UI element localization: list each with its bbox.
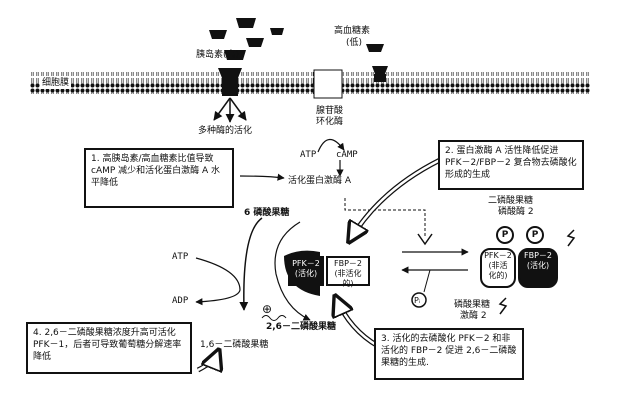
fbpase2-label-2: 磷酸酶 2	[498, 207, 534, 217]
fbp2-inactive: FBP－2 (非活化的)	[326, 256, 370, 288]
note-1-text: 高胰岛素/高血糖素比值导致 cAMP 减少和活化蛋白激酶 A 水平降低	[91, 154, 221, 188]
note-3-number: 3.	[381, 334, 390, 344]
insulin-label: 胰岛素(高)	[196, 50, 240, 60]
adp-label: ADP	[172, 296, 189, 306]
note-4-number: 4.	[33, 328, 42, 338]
phosphate-p-icon-2: P	[526, 226, 544, 244]
glucagon-label: 高血糖素	[334, 26, 371, 36]
note-2-text: 蛋白激酶 A 活性降低促进 PFK－2/FBP－2 复合物去磷酸化形成的生成	[445, 146, 577, 180]
pfk2-inactive-state-2: 化的)	[488, 271, 508, 280]
pfk2-kinase-label-2: 激酶 2	[460, 311, 487, 321]
note-box-3: 3. 活化的去磷酸化 PFK－2 和非活化的 FBP－2 促进 2,6－二磷酸果…	[374, 328, 524, 380]
adenylate-cyclase-shape	[313, 69, 343, 99]
fbp2-active-name: FBP－2	[523, 251, 552, 260]
atp-label-top: ATP	[300, 150, 317, 160]
fbp2-inactive-name: FBP－2	[333, 259, 362, 268]
f6p-label: 6 磷酸果糖	[244, 208, 290, 218]
pfk2-active-state: (活化)	[294, 269, 318, 278]
note-box-1: 1. 高胰岛素/高血糖素比值导致 cAMP 减少和活化蛋白激酶 A 水平降低	[84, 148, 234, 208]
hormone-icon	[209, 18, 284, 60]
membrane-label: 细胞膜	[40, 78, 72, 89]
pka-label: 活化蛋白激酶 A	[288, 176, 352, 186]
adenylate-cyclase-label-2: 环化酶	[316, 117, 344, 127]
f16bp-label: 1,6－二磷酸果糖	[200, 340, 269, 350]
fbp2-active-state: (活化)	[526, 261, 550, 270]
pfk2-active: PFK－2 (活化)	[288, 256, 324, 286]
f26bp-label: 2,6－二磷酸果糖	[266, 322, 336, 332]
note-3-text: 活化的去磷酸化 PFK－2 和非活化的 FBP－2 促进 2,6－二磷酸果糖的生…	[381, 334, 517, 368]
activation-plus-icon: ⊕	[262, 302, 273, 316]
fbpase2-label: 二磷酸果糖	[488, 196, 534, 206]
adenylate-cyclase-label: 腺苷酸	[316, 106, 344, 116]
pfk2-inactive-name: PFK－2	[484, 251, 512, 260]
note-box-2: 2. 蛋白激酶 A 活性降低促进 PFK－2/FBP－2 复合物去磷酸化形成的生…	[438, 140, 584, 190]
note-1-number: 1.	[91, 154, 100, 164]
fbp2-active: FBP－2 (活化)	[518, 248, 558, 288]
pfk2-kinase-label: 磷酸果糖	[454, 300, 491, 310]
note-4-text: 2,6－二磷酸果糖浓度升高可活化 PFK－1，后者可导致葡萄糖分解速率降低	[33, 328, 182, 362]
phosphate-circle	[411, 292, 427, 308]
hormone-icon	[366, 44, 388, 82]
fbp2-inactive-state: (非活化的)	[334, 269, 362, 288]
camp-label: cAMP	[336, 150, 358, 160]
phosphate-p-icon-1: P	[496, 226, 514, 244]
enzyme-activation-label: 多种酶的活化	[198, 126, 253, 136]
pfk2-inactive: PFK－2 (非活 化的)	[480, 248, 516, 288]
note-box-4: 4. 2,6－二磷酸果糖浓度升高可活化 PFK－1，后者可导致葡萄糖分解速率降低	[26, 322, 192, 374]
atp-label: ATP	[172, 252, 189, 262]
pi-label: Pᵢ	[414, 296, 421, 305]
receptor-icon	[218, 68, 242, 96]
glucagon-level-label: (低)	[346, 38, 363, 48]
pfk2-inactive-state: (非活	[488, 261, 508, 270]
cut-arrow-icon	[566, 229, 576, 247]
pfk2-active-name: PFK－2	[292, 259, 320, 268]
cell-membrane	[30, 72, 590, 94]
note-2-number: 2.	[445, 146, 454, 156]
